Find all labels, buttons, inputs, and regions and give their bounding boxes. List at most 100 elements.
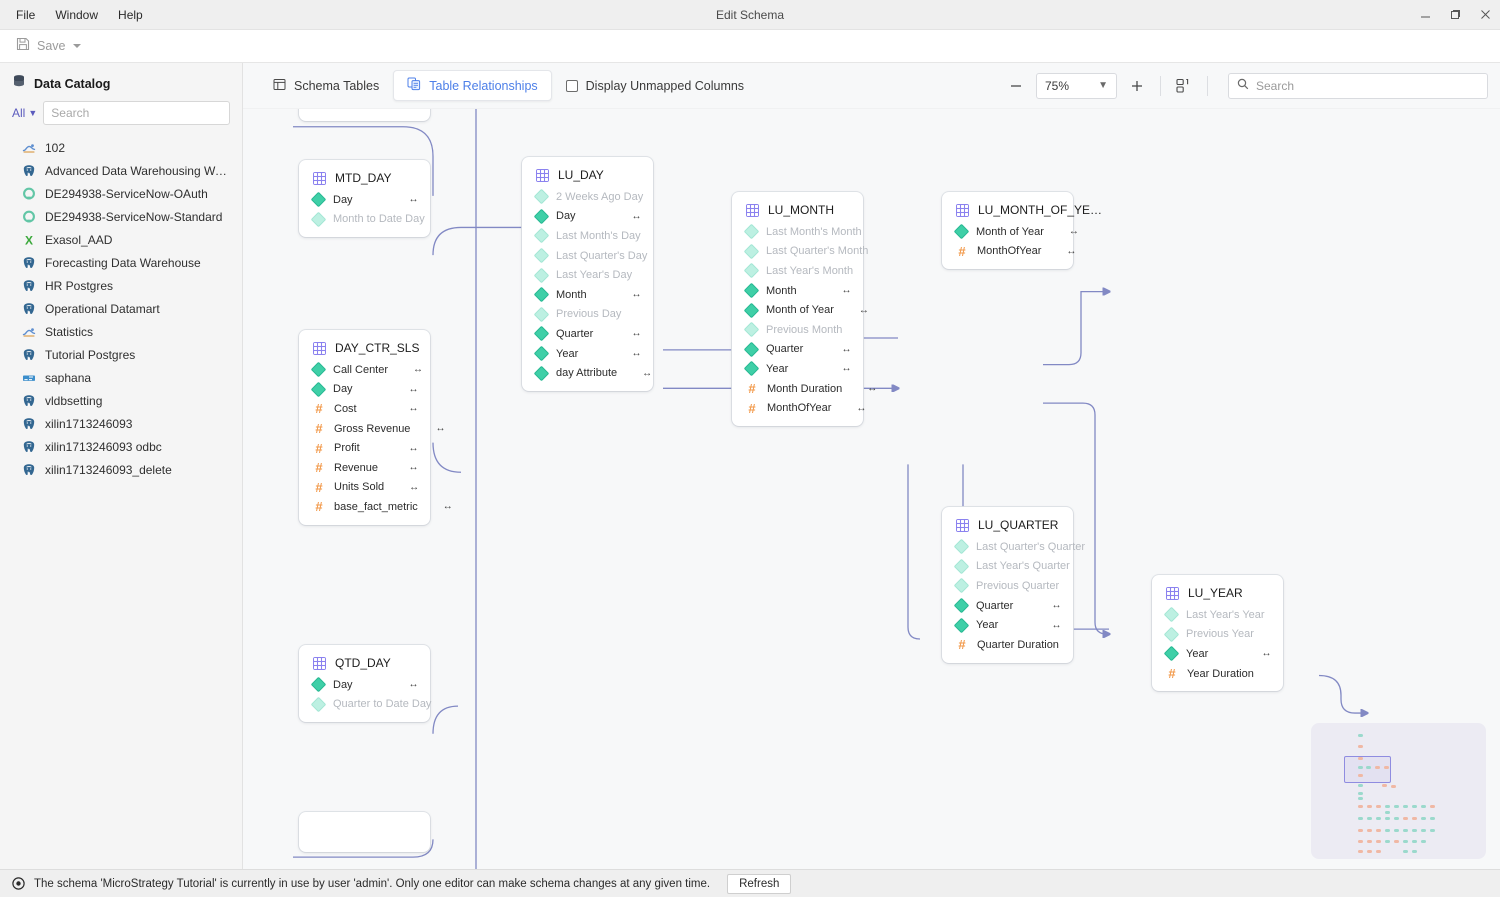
canvas-minimap[interactable] bbox=[1311, 723, 1486, 859]
table-column-row[interactable]: Last Quarter's Month bbox=[732, 242, 868, 262]
table-column-row[interactable]: #Month Duration↔ bbox=[732, 379, 877, 399]
column-link-icon[interactable]: ↔ bbox=[841, 285, 852, 297]
column-link-icon[interactable]: ↔ bbox=[1066, 245, 1076, 257]
zoom-out-button[interactable] bbox=[1003, 73, 1029, 99]
close-icon[interactable] bbox=[1470, 0, 1500, 30]
menu-help[interactable]: Help bbox=[118, 7, 143, 22]
table-column-row[interactable]: Previous Day bbox=[522, 305, 653, 325]
catalog-item-14[interactable]: xilin1713246093_delete bbox=[0, 458, 242, 481]
table-column-row[interactable]: Year↔ bbox=[732, 359, 863, 379]
table-column-row[interactable]: #Gross Revenue↔ bbox=[299, 419, 445, 439]
table-column-row[interactable]: Month↔ bbox=[732, 281, 863, 301]
column-link-icon[interactable]: ↔ bbox=[408, 679, 419, 691]
table-column-row[interactable]: Last Month's Month bbox=[732, 222, 863, 242]
table-card-partial[interactable] bbox=[299, 109, 430, 121]
column-link-icon[interactable]: ↔ bbox=[631, 328, 642, 340]
column-link-icon[interactable]: ↔ bbox=[408, 442, 419, 454]
table-column-row[interactable]: Quarter↔ bbox=[522, 324, 653, 344]
table-column-row[interactable]: Last Year's Year bbox=[1152, 605, 1283, 625]
catalog-item-13[interactable]: xilin1713246093 odbc bbox=[0, 435, 242, 458]
tab-table-relationships[interactable]: Table Relationships bbox=[393, 70, 552, 101]
column-link-icon[interactable]: ↔ bbox=[408, 194, 419, 206]
chevron-down-icon[interactable] bbox=[72, 44, 81, 48]
table-column-row[interactable]: 2 Weeks Ago Day bbox=[522, 187, 653, 207]
column-link-icon[interactable]: ↔ bbox=[442, 501, 453, 513]
table-column-row[interactable]: #base_fact_metric↔ bbox=[299, 497, 452, 517]
catalog-item-11[interactable]: vldbsetting bbox=[0, 389, 242, 412]
fit-to-screen-icon[interactable] bbox=[1171, 73, 1197, 99]
catalog-item-3[interactable]: DE294938-ServiceNow-Standard bbox=[0, 205, 242, 228]
table-column-row[interactable]: Quarter to Date Day bbox=[299, 695, 431, 715]
table-column-row[interactable]: day Attribute↔ bbox=[522, 363, 653, 383]
column-link-icon[interactable]: ↔ bbox=[631, 210, 642, 222]
table-column-row[interactable]: #Cost↔ bbox=[299, 399, 430, 419]
table-card-LU_MONTH_OF_YE[interactable]: LU_MONTH_OF_YE…Month of Year↔#MonthOfYea… bbox=[942, 192, 1102, 270]
column-link-icon[interactable]: ↔ bbox=[858, 304, 869, 316]
table-column-row[interactable]: Previous Quarter bbox=[942, 576, 1073, 596]
column-link-icon[interactable]: ↔ bbox=[1051, 619, 1062, 631]
table-column-row[interactable]: Day↔ bbox=[299, 380, 430, 400]
table-column-row[interactable]: Year↔ bbox=[942, 615, 1073, 635]
table-column-row[interactable]: #Revenue↔ bbox=[299, 458, 430, 478]
table-column-row[interactable]: Previous Month bbox=[732, 320, 863, 340]
table-column-row[interactable]: Last Month's Day bbox=[522, 226, 653, 246]
catalog-item-8[interactable]: Statistics bbox=[0, 320, 242, 343]
column-link-icon[interactable]: ↔ bbox=[435, 423, 445, 435]
maximize-icon[interactable] bbox=[1440, 0, 1470, 30]
table-column-row[interactable]: Call Center↔ bbox=[299, 360, 430, 380]
column-link-icon[interactable]: ↔ bbox=[841, 343, 852, 355]
table-column-row[interactable]: Year↔ bbox=[1152, 644, 1283, 664]
table-column-row[interactable]: Last Year's Day bbox=[522, 265, 653, 285]
catalog-item-7[interactable]: Operational Datamart bbox=[0, 297, 242, 320]
tab-schema-tables[interactable]: Schema Tables bbox=[259, 70, 393, 101]
column-link-icon[interactable]: ↔ bbox=[1051, 600, 1062, 612]
table-column-row[interactable]: Last Quarter's Day bbox=[522, 246, 653, 266]
column-link-icon[interactable]: ↔ bbox=[631, 289, 642, 301]
catalog-item-12[interactable]: xilin1713246093 bbox=[0, 412, 242, 435]
column-link-icon[interactable]: ↔ bbox=[856, 402, 866, 414]
table-column-row[interactable]: Last Year's Quarter bbox=[942, 557, 1073, 577]
menu-file[interactable]: File bbox=[16, 7, 36, 22]
table-column-row[interactable]: #MonthOfYear↔ bbox=[732, 398, 866, 418]
menu-window[interactable]: Window bbox=[55, 7, 99, 22]
catalog-search-input[interactable] bbox=[43, 101, 230, 125]
catalog-item-2[interactable]: DE294938-ServiceNow-OAuth bbox=[0, 182, 242, 205]
table-column-row[interactable]: Previous Year bbox=[1152, 625, 1283, 645]
column-link-icon[interactable]: ↔ bbox=[1261, 648, 1272, 660]
table-column-row[interactable]: Month of Year↔ bbox=[732, 300, 869, 320]
table-column-row[interactable]: Quarter↔ bbox=[942, 596, 1073, 616]
table-column-row[interactable]: Year↔ bbox=[522, 344, 653, 364]
column-link-icon[interactable]: ↔ bbox=[408, 462, 419, 474]
catalog-item-1[interactable]: Advanced Data Warehousing War… bbox=[0, 159, 242, 182]
zoom-in-button[interactable] bbox=[1124, 73, 1150, 99]
table-card-partial[interactable] bbox=[299, 812, 430, 852]
column-link-icon[interactable]: ↔ bbox=[841, 363, 852, 375]
column-link-icon[interactable]: ↔ bbox=[413, 364, 423, 376]
table-column-row[interactable]: Month↔ bbox=[522, 285, 653, 305]
minimize-icon[interactable] bbox=[1410, 0, 1440, 30]
catalog-item-5[interactable]: Forecasting Data Warehouse bbox=[0, 251, 242, 274]
table-column-row[interactable]: Day↔ bbox=[522, 207, 653, 227]
canvas-search-box[interactable] bbox=[1228, 72, 1488, 99]
table-column-row[interactable]: #MonthOfYear↔ bbox=[942, 242, 1076, 262]
minimap-viewport[interactable] bbox=[1344, 756, 1391, 783]
table-column-row[interactable]: Month to Date Day bbox=[299, 210, 430, 230]
column-link-icon[interactable]: ↔ bbox=[642, 367, 652, 379]
column-link-icon[interactable]: ↔ bbox=[409, 481, 419, 493]
display-unmapped-columns-checkbox[interactable]: Display Unmapped Columns bbox=[565, 79, 744, 93]
column-link-icon[interactable]: ↔ bbox=[1068, 226, 1079, 238]
table-column-row[interactable]: Day↔ bbox=[299, 675, 430, 695]
canvas-search-input[interactable] bbox=[1256, 78, 1479, 93]
column-link-icon[interactable]: ↔ bbox=[408, 403, 419, 415]
table-column-row[interactable]: #Quarter Duration bbox=[942, 635, 1073, 655]
refresh-button[interactable]: Refresh bbox=[727, 873, 792, 894]
table-column-row[interactable]: #Year Duration bbox=[1152, 664, 1283, 684]
